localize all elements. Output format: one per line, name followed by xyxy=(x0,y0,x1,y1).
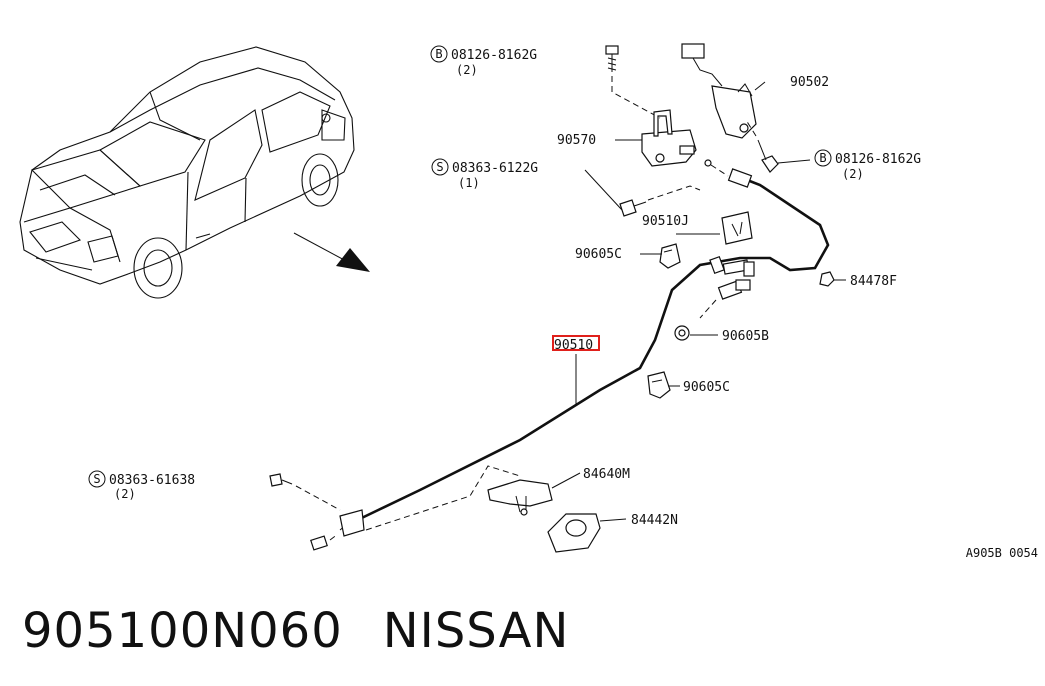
bolt-top xyxy=(605,45,661,119)
label-bolt-right-code: 08126-8162G xyxy=(835,152,921,167)
label-90570: 90570 xyxy=(557,133,596,148)
label-screw-low-code: 08363-61638 xyxy=(109,473,195,488)
label-90605c-lower: 90605C xyxy=(683,380,730,395)
callout-90510-highlight: 90510 xyxy=(552,335,600,353)
label-bolt-top-code: 08126-8162G xyxy=(451,48,537,63)
callout-bolt-top: B 08126-8162G (2) xyxy=(430,45,537,77)
lock-switch xyxy=(681,43,757,139)
release-handle xyxy=(310,465,521,551)
label-90502: 90502 xyxy=(790,75,829,90)
label-screw-mid-code: 08363-6122G xyxy=(452,161,538,176)
pointer-arrow xyxy=(293,232,370,272)
label-plate xyxy=(721,211,753,245)
footer-caption: 905100N060 NISSAN xyxy=(22,596,569,666)
part-number: 905100N060 xyxy=(22,603,343,659)
label-90510: 90510 xyxy=(554,338,593,353)
label-90510j: 90510J xyxy=(642,214,689,229)
screw-low xyxy=(269,473,341,511)
label-84640m: 84640M xyxy=(583,467,630,482)
badge-s-low: S xyxy=(93,472,100,486)
label-90605c-upper: 90605C xyxy=(575,247,622,262)
parts-diagram: B 08126-8162G (2) 90502 90570 B 08126-81… xyxy=(19,43,1038,560)
highlight-box xyxy=(552,335,600,351)
clip-upper xyxy=(659,243,681,269)
cover-84442n xyxy=(547,513,601,553)
label-90605b: 90605B xyxy=(722,329,769,344)
badge-b-right: B xyxy=(819,151,826,165)
brand-name: NISSAN xyxy=(382,603,570,659)
callout-screw-low: S 08363-61638 (2) xyxy=(88,470,195,501)
nut-84478f xyxy=(819,271,835,287)
car-illustration xyxy=(19,46,355,299)
clip-lower xyxy=(647,371,671,399)
label-84442n: 84442N xyxy=(631,513,678,528)
diagram-code: A905B 0054 xyxy=(966,546,1038,560)
label-84478f: 84478F xyxy=(850,274,897,289)
screw-mid xyxy=(619,159,753,217)
badge-b: B xyxy=(435,47,442,61)
leader-lines xyxy=(551,81,846,522)
bracket-84640m xyxy=(487,479,553,516)
label-screw-mid-qty: (1) xyxy=(458,176,480,190)
callout-bolt-right: B 08126-8162G (2) xyxy=(814,149,921,181)
label-screw-low-qty: (2) xyxy=(114,487,136,501)
bolt-right xyxy=(745,119,779,173)
cable-fittings xyxy=(699,255,755,319)
hood-lock xyxy=(641,109,697,167)
callout-screw-mid: S 08363-6122G (1) xyxy=(431,158,538,190)
badge-s-mid: S xyxy=(436,160,443,174)
label-bolt-top-qty: (2) xyxy=(456,63,478,77)
label-bolt-right-qty: (2) xyxy=(842,167,864,181)
grommet-90605b xyxy=(674,325,690,341)
